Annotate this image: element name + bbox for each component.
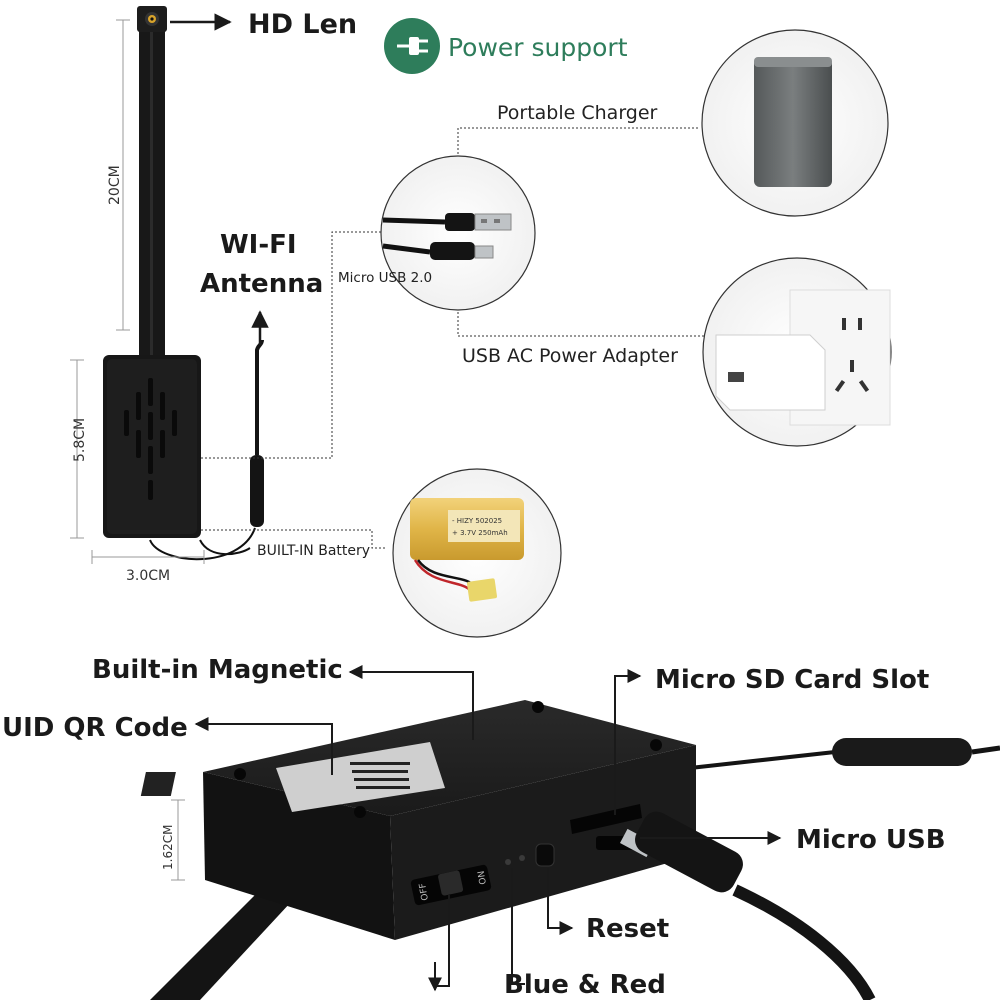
dim-height: 5.8CM — [72, 418, 88, 462]
wifi-antenna — [149, 339, 264, 561]
lens-module — [137, 6, 167, 32]
camera-board-front — [103, 355, 201, 538]
wall-outlet-image — [715, 289, 891, 426]
micro-usb-label: Micro USB — [796, 825, 946, 855]
wifi-label-line1: WI-FI — [220, 230, 297, 260]
wifi-label-line2: Antenna — [200, 269, 323, 299]
adapter-label: USB AC Power Adapter — [462, 345, 678, 367]
power-support-label: Power support — [448, 33, 628, 62]
lipo-battery-image — [410, 498, 524, 602]
qr-label: UID QR Code — [2, 713, 188, 743]
dim-width: 3.0CM — [126, 568, 170, 584]
ribbon-cable — [139, 20, 165, 360]
battery-print-line2: + 3.7V 250mAh — [452, 529, 508, 537]
reset-label: Reset — [586, 914, 669, 944]
dim-cable-length: 20CM — [107, 165, 123, 205]
micro-usb-cable-label: Micro USB 2.0 — [338, 270, 432, 286]
switch-off-label: OFF — [418, 882, 431, 901]
portable-charger-label: Portable Charger — [497, 102, 658, 124]
dim-thickness: 1.62CM — [161, 825, 175, 870]
pointer-lines — [194, 665, 782, 992]
battery-print-line1: - HIZY 502025 — [452, 517, 502, 525]
usb-cable-image — [382, 213, 512, 260]
led-label: Blue & Red — [504, 970, 666, 1000]
switch-on-label: ON — [477, 870, 489, 885]
sd-slot-label: Micro SD Card Slot — [655, 665, 929, 695]
thickness-dim-line — [171, 799, 185, 881]
magnetic-label: Built-in Magnetic — [92, 655, 343, 685]
dimension-lines — [70, 19, 205, 564]
antenna-cable-bottom — [689, 738, 1000, 770]
plug-icon — [384, 18, 440, 74]
power-bank-image — [754, 57, 832, 187]
micro-usb-cable-circle — [380, 155, 536, 311]
usb-plug-cable — [620, 811, 876, 1000]
battery-label: BUILT-IN Battery — [257, 543, 370, 559]
lens-label: HD Len — [248, 9, 357, 40]
camera-box-3d — [140, 700, 696, 940]
